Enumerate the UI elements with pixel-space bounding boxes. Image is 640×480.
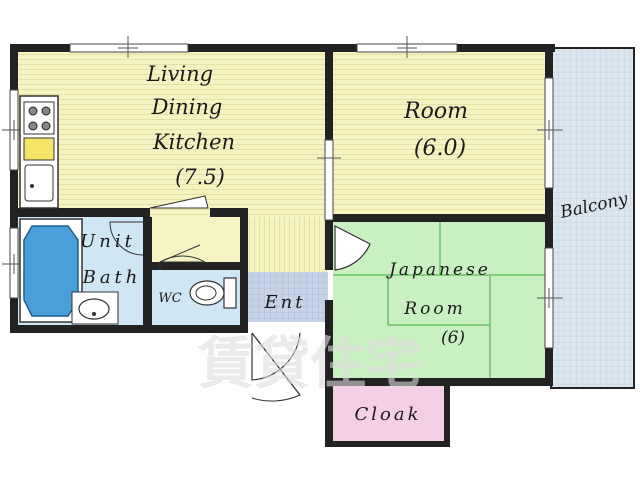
room-label-line: (6.0): [414, 136, 466, 161]
kitchen-counter: [19, 95, 59, 209]
ldk-door-icon: [149, 195, 209, 209]
cloak-label: Cloak: [354, 404, 421, 425]
room-floor: [333, 52, 545, 215]
unit-bath-label: Unit Bath: [80, 231, 142, 288]
wc-door-icon: [159, 244, 206, 270]
room-label-line: Room: [403, 99, 468, 124]
balcony-railing: [550, 47, 635, 389]
sliding-door-ldk-room: [317, 139, 341, 221]
ldk-label-line: Kitchen: [152, 130, 235, 154]
washbasin-icon: [71, 291, 119, 325]
entrance-label: Ent: [264, 292, 306, 313]
bath-door-icon: [109, 221, 144, 256]
watermark-text: 賃貸住宅: [197, 332, 422, 397]
stove-burner-icon: [41, 106, 51, 116]
japanese-room-label-line: (6): [441, 328, 465, 348]
japanese-room-label-line: Room: [403, 299, 465, 319]
ldk-label: Living Dining Kitchen (7.5): [146, 62, 235, 189]
balcony-floor: [551, 48, 634, 388]
window-marks: [2, 36, 563, 308]
stove-burner-icon: [28, 121, 38, 131]
unit-bath-label-line: Unit: [80, 231, 136, 252]
walls: [10, 44, 555, 447]
room-label: Room (6.0): [403, 99, 468, 161]
toilet-icon: [189, 277, 237, 309]
ldk-label-line: Living: [146, 62, 213, 86]
japanese-room-label-line: Japanese: [386, 260, 491, 280]
stove-burner-icon: [41, 121, 51, 131]
kitchen-sink-icon: [24, 164, 54, 202]
ldk-label-line: Dining: [151, 95, 223, 119]
bathtub-icon: [19, 218, 83, 323]
entrance-door-icon: [251, 332, 301, 402]
ldk-floor: [18, 52, 328, 217]
ldk-label-line: (7.5): [175, 165, 225, 189]
japanese-room-label: Japanese Room (6): [386, 260, 491, 348]
tatami-mat-lines: [333, 222, 545, 378]
hallway-floor: [245, 217, 328, 272]
stove-burner-icon: [28, 106, 38, 116]
entrance-floor: [245, 272, 328, 322]
cloak-floor: [331, 386, 445, 441]
japanese-room-door-icon: [334, 225, 371, 271]
unit-bath-label-line: Bath: [82, 267, 142, 288]
wc-label: WC: [158, 291, 181, 306]
